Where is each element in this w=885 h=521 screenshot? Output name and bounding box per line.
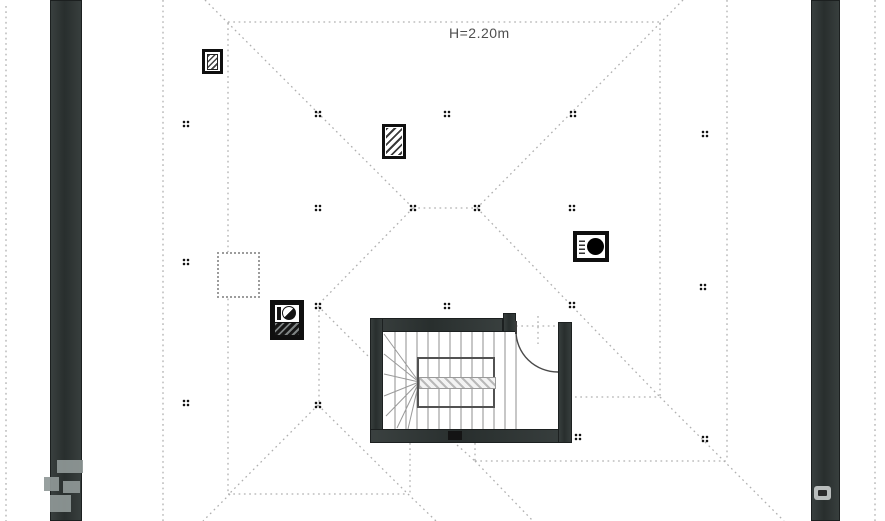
roof-edge-dashed-line xyxy=(317,305,373,361)
roof-hatch-glyph xyxy=(207,54,218,70)
truss-point-marker xyxy=(568,301,576,309)
watermark-badge xyxy=(814,486,831,500)
chimney-flues-symbol xyxy=(382,124,406,159)
truss-point-marker xyxy=(314,110,322,118)
truss-point-marker xyxy=(574,433,582,441)
watermark-fragment xyxy=(63,481,80,493)
stair-wall-left xyxy=(370,318,383,443)
stair-winder-line xyxy=(383,381,420,397)
stair-winder-line xyxy=(383,353,420,383)
watermark-fragment xyxy=(57,460,83,473)
vent-stripes-glyph xyxy=(579,240,585,254)
roof-edge-dashed-line xyxy=(407,493,437,521)
stair-winder-line xyxy=(383,333,420,383)
truss-point-marker xyxy=(314,401,322,409)
truss-point-marker xyxy=(182,120,190,128)
chimney-hatch-glyph xyxy=(386,128,402,155)
truss-point-marker xyxy=(473,204,481,212)
truss-point-marker xyxy=(569,110,577,118)
stair-wall-top xyxy=(370,318,503,332)
combo-flue-bar xyxy=(277,307,281,320)
stair-winder-line xyxy=(385,381,420,417)
door-swing-arc xyxy=(515,330,559,373)
ceiling-height-label: H=2.20m xyxy=(449,25,510,41)
door-leaf xyxy=(515,321,517,334)
truss-point-marker xyxy=(699,283,707,291)
truss-point-marker xyxy=(314,302,322,310)
combo-symbol-window xyxy=(275,305,299,322)
vent-circle-icon xyxy=(587,238,604,255)
roof-edge-dashed-line xyxy=(202,493,231,521)
roof-edge-dashed-line xyxy=(456,444,476,462)
roof-edge-dashed-line xyxy=(204,0,414,209)
roof-edge-dashed-line xyxy=(476,207,661,398)
truss-point-marker xyxy=(568,204,576,212)
combo-hatch-band xyxy=(275,323,299,335)
stair-wall-niche xyxy=(448,431,462,440)
truss-point-marker xyxy=(701,435,709,443)
roof-edge-dashed-line xyxy=(476,0,684,209)
watermark-badge-icon xyxy=(818,490,827,496)
roof-edge-dashed-line xyxy=(229,404,319,494)
watermark-fragment xyxy=(44,477,59,491)
gable-wall-right xyxy=(811,0,840,521)
stair-section-break xyxy=(419,377,496,389)
roof-edge-dashed-line xyxy=(317,207,414,306)
stair-wall-bottom xyxy=(370,429,572,443)
roof-hatch-symbol xyxy=(202,49,223,74)
roof-vent-symbol xyxy=(573,231,609,262)
truss-point-marker xyxy=(443,302,451,310)
dotted-opening-outline xyxy=(217,252,260,298)
truss-point-marker xyxy=(182,399,190,407)
gable-wall-left xyxy=(50,0,82,521)
truss-point-marker xyxy=(314,204,322,212)
roof-edge-dashed-line xyxy=(659,396,785,521)
stair-winder-line xyxy=(396,381,420,429)
combo-halfcircle-icon xyxy=(282,306,296,320)
truss-point-marker xyxy=(182,258,190,266)
chimney-vent-combo-symbol xyxy=(270,300,304,340)
truss-point-marker xyxy=(409,204,417,212)
stair-wall-top-notch xyxy=(503,313,516,332)
truss-point-marker xyxy=(701,130,709,138)
stair-winder-line xyxy=(383,373,420,383)
stair-wall-right xyxy=(558,322,572,443)
watermark-fragment xyxy=(50,495,71,512)
truss-point-marker xyxy=(443,110,451,118)
roof-edge-dashed-line xyxy=(474,460,534,521)
